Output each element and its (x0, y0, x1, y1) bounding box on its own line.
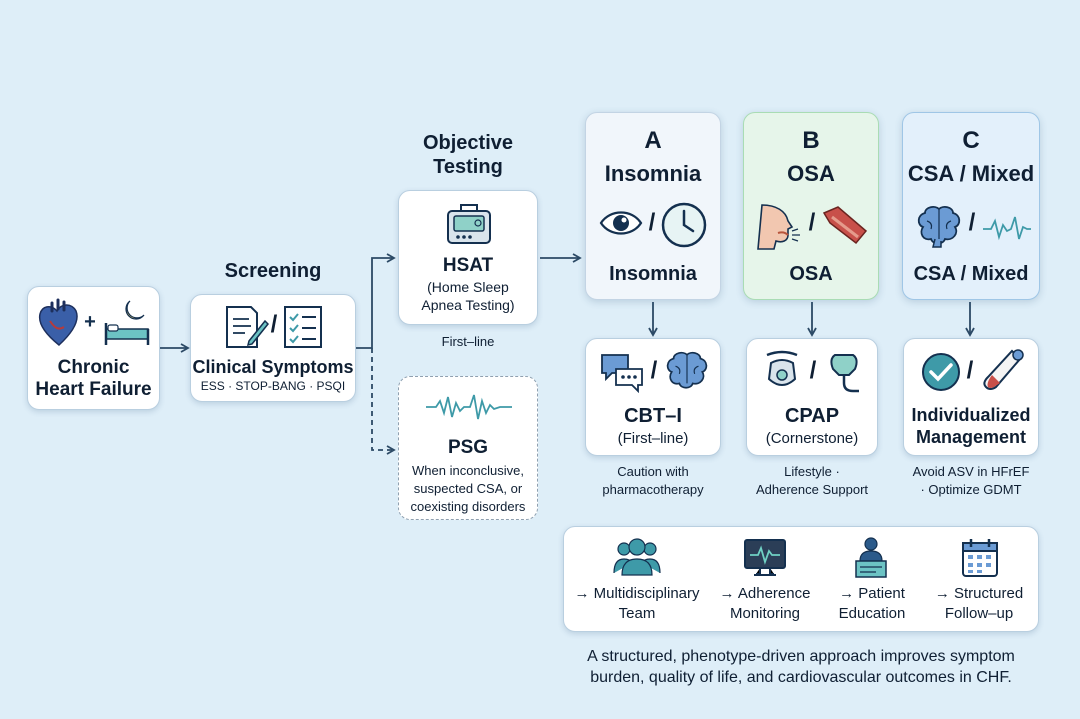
treatment-note-cpap-line2: Adherence Support (755, 482, 869, 497)
phenotype-card-b: B OSA / OSA (743, 112, 879, 300)
arrow-screening-to-psg (371, 348, 396, 455)
chf-box: + Chronic Heart Failure (27, 286, 160, 410)
phenotype-card-a: A Insomnia / Insomnia (585, 112, 721, 300)
treatment-box-cbti: / CBT–I (First–line) (585, 338, 721, 456)
document-pencil-icon (226, 306, 269, 348)
screening-tools: ESS · STOP-BANG · PSQI (200, 379, 346, 393)
treatment-box-cpap: / CPAP (Cornerstone) (746, 338, 878, 456)
treatment-title-individualized-line1: Individualized (911, 405, 1031, 425)
treatment-title-cbti: CBT–I (624, 405, 682, 427)
psg-note-line2: suspected CSA, or (413, 481, 523, 496)
team-icon (613, 538, 661, 576)
cpap-mask-icon (766, 350, 798, 386)
hsat-note: First–line (441, 334, 495, 349)
conclusion-line1: A structured, phenotype-driven approach … (587, 648, 1015, 665)
screening-box: / Clinical Symptoms ESS · STOP-BANG · PS… (190, 294, 356, 402)
airway-icon (822, 206, 868, 245)
phenotype-label-b: OSA (789, 263, 833, 285)
phenotype-label-a: Insomnia (609, 263, 697, 285)
support-panel: → Multidisciplinary Team → Adherence Mon… (563, 526, 1039, 632)
support-label-followup-line1: → Structured (934, 585, 1024, 602)
phenotype-label-c: CSA / Mixed (913, 263, 1029, 285)
phenotype-card-c: C CSA / Mixed / CSA / Mixed (902, 112, 1040, 300)
brain-icon (666, 351, 708, 389)
speech-bubbles-icon (601, 354, 643, 393)
phenotype-letter-c: C (962, 127, 980, 154)
support-label-adherence-line2: Monitoring (729, 605, 801, 622)
sleep-monitor-device-icon (447, 204, 491, 244)
hsat-sub-line1: (Home Sleep (427, 279, 509, 295)
phenotype-name-c: CSA / Mixed (907, 161, 1035, 186)
treatment-note-individualized-line1: Avoid ASV in HFrEF (912, 464, 1030, 479)
screening-slash: / (270, 311, 278, 338)
individualized-slash: / (966, 357, 974, 384)
osa-slash: / (808, 209, 816, 236)
chf-label-line1: Chronic (57, 357, 130, 378)
treatment-sub-cpap: (Cornerstone) (765, 430, 859, 447)
test-tube-icon (983, 349, 1024, 390)
chf-label-line2: Heart Failure (35, 379, 152, 400)
irregular-breathing-wave-icon (983, 216, 1031, 241)
calendar-icon (962, 539, 998, 577)
objective-heading-line2: Testing (433, 156, 503, 178)
phenotype-letter-a: A (644, 127, 662, 154)
support-label-education-line2: Education (838, 605, 906, 622)
bed-moon-icon (104, 300, 150, 345)
phenotype-letter-b: B (802, 127, 820, 154)
support-label-followup-line2: Follow–up (944, 605, 1014, 622)
brain-icon (917, 206, 961, 248)
monitor-icon (744, 539, 786, 576)
conclusion-line2: burden, quality of life, and cardiovascu… (590, 669, 1012, 686)
psg-title: PSG (447, 437, 489, 458)
insomnia-slash: / (648, 209, 656, 236)
heart-icon (38, 298, 78, 346)
treatment-title-individualized-line2: Management (915, 427, 1027, 447)
treatment-box-individualized: / Individualized Management (903, 338, 1039, 456)
hsat-sub-line2: Apnea Testing) (421, 297, 515, 313)
support-label-team-line1: → Multidisciplinary (574, 585, 700, 602)
eye-icon (599, 211, 643, 235)
chf-plus: + (84, 311, 96, 333)
clock-icon (661, 202, 707, 248)
check-circle-icon (922, 353, 960, 391)
csa-slash: / (968, 209, 976, 236)
arrow-screening-to-hsat (355, 253, 396, 349)
phenotype-name-a: Insomnia (604, 161, 702, 186)
treatment-note-individualized-line2: · Optimize GDMT (920, 482, 1022, 497)
treatment-note-cbti-line2: pharmacotherapy (602, 482, 704, 497)
cpap-slash: / (809, 357, 817, 384)
psg-note-line1: When inconclusive, (412, 463, 524, 478)
face-profile-icon (757, 204, 800, 250)
screening-heading: Screening (224, 260, 322, 282)
checklist-icon (284, 306, 322, 348)
eeg-waveform-icon (426, 394, 512, 420)
support-label-education-line1: → Patient (839, 585, 905, 602)
education-icon (855, 537, 887, 578)
screening-title: Clinical Symptoms (192, 357, 354, 377)
phenotype-name-b: OSA (787, 161, 835, 186)
treatment-title-cpap: CPAP (784, 405, 840, 427)
cbti-slash: / (650, 357, 658, 384)
support-label-adherence-line1: → Adherence (719, 585, 811, 602)
nasal-mask-icon (830, 354, 859, 393)
support-label-team-line2: Team (618, 605, 656, 622)
hsat-title: HSAT (442, 255, 494, 276)
treatment-note-cbti-line1: Caution with (617, 464, 689, 479)
psg-note-line3: coexisting disorders (410, 499, 526, 514)
treatment-sub-cbti: (First–line) (617, 430, 689, 447)
treatment-note-cpap-line1: Lifestyle · (784, 464, 840, 479)
psg-box: PSG When inconclusive, suspected CSA, or… (398, 376, 538, 520)
objective-heading-line1: Objective (422, 132, 514, 154)
hsat-box: HSAT (Home Sleep Apnea Testing) (398, 190, 538, 325)
